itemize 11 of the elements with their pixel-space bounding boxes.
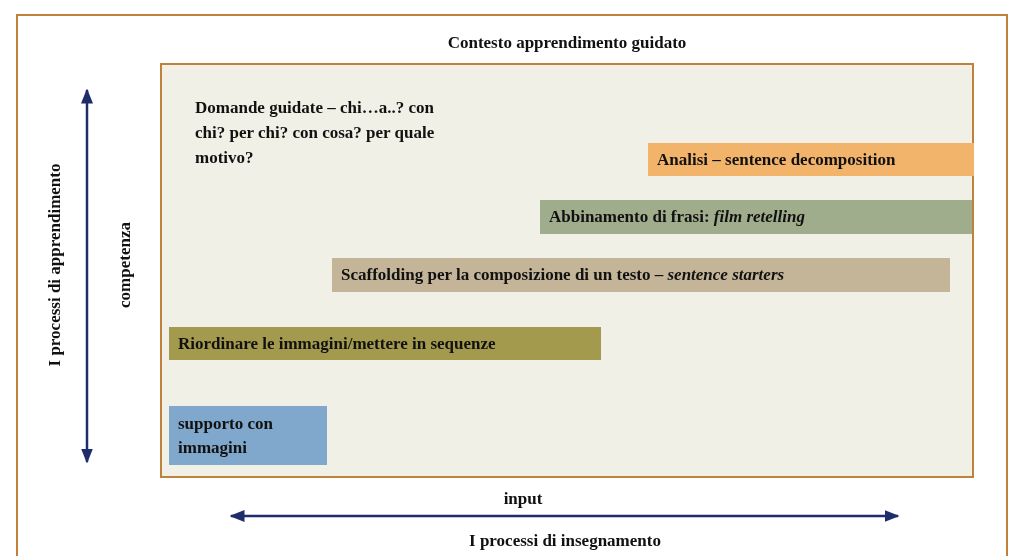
axis-label: I processi di insegnamento (469, 531, 661, 551)
activity-bar: Abbinamento di frasi: film retelling (540, 200, 972, 234)
axis-label: competenza (115, 222, 135, 308)
axis-label: input (503, 489, 543, 509)
panel-heading: Contesto apprendimento guidato (446, 33, 688, 53)
activity-bar: Riordinare le immagini/mettere in sequenze (169, 327, 601, 360)
activity-bar: Scaffolding per la composizione di un testo – sentence starters (332, 258, 950, 292)
activity-bar: Analisi – sentence decomposition (648, 143, 974, 176)
question-text: Domande guidate – chi…a..? con chi? per chi? con cosa? per quale motivo? (195, 97, 436, 169)
axis-label: I processi di apprendimento (45, 163, 65, 367)
activity-bar: supporto con immagini (169, 406, 327, 465)
